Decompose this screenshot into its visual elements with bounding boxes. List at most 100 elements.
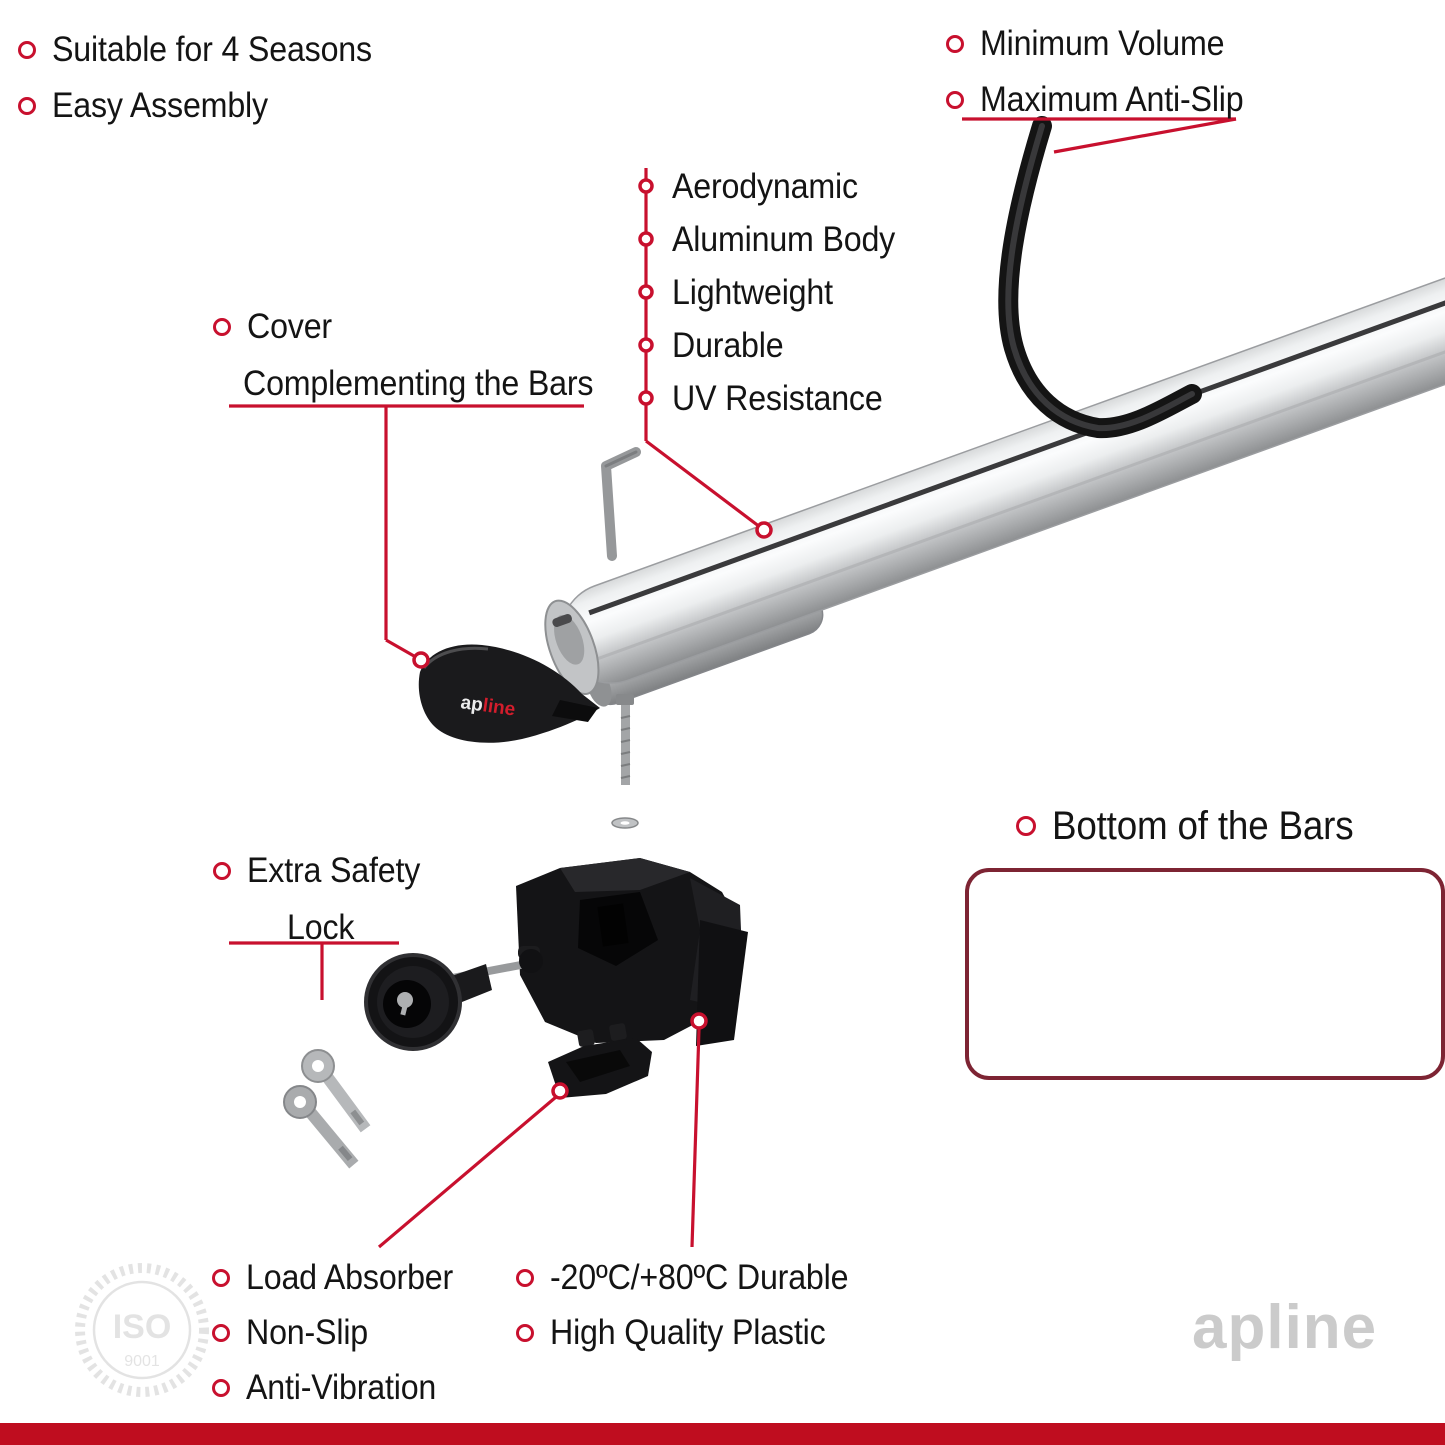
foot-clamp xyxy=(516,858,748,1046)
keys xyxy=(283,1049,371,1169)
list-item: Anti-Vibration xyxy=(212,1360,471,1415)
bullet-icon xyxy=(18,97,36,115)
feature-label-text: Aerodynamic xyxy=(672,167,858,206)
bottom-left-feature-list: Load Absorber Non-Slip Anti-Vibration xyxy=(212,1250,471,1415)
callout-absorber-pointer xyxy=(377,1095,558,1249)
feature-label: Aluminum Body xyxy=(672,213,915,266)
cover-label-line1: Cover xyxy=(247,307,332,346)
feature-label: Durable xyxy=(672,319,915,372)
feature-label: Lightweight xyxy=(672,266,915,319)
list-item: Non-Slip xyxy=(212,1305,471,1360)
feature-label: Suitable for 4 Seasons xyxy=(52,30,372,69)
cover-part-logo: apline xyxy=(459,692,516,720)
washer xyxy=(611,817,639,829)
callout-rings xyxy=(412,178,773,1100)
bottom-panel-title: Bottom of the Bars xyxy=(1016,802,1380,850)
top-right-feature-list: Minimum Volume Maximum Anti-Slip xyxy=(946,16,1266,128)
cover-label-line2: Complementing the Bars xyxy=(243,364,594,403)
callout-lines xyxy=(229,117,1237,1249)
bullet-icon xyxy=(638,390,654,406)
lock-label-line1: Extra Safety xyxy=(247,851,421,890)
marker-durable-icon xyxy=(690,1012,708,1030)
cover-part: apline xyxy=(418,644,600,743)
callout-antislip-pointer xyxy=(1053,117,1237,154)
roof-bar-groove xyxy=(588,276,1445,616)
feature-label: Easy Assembly xyxy=(52,86,268,125)
feature-label-text: Aluminum Body xyxy=(672,220,896,259)
brand-watermark: apline xyxy=(1192,1292,1377,1363)
endcap-channel xyxy=(554,614,585,665)
key-2 xyxy=(283,1085,359,1169)
bullet-icon xyxy=(213,317,231,336)
list-item: -20ºC/+80ºC Durable xyxy=(516,1250,874,1305)
panel-title-text: Bottom of the Bars xyxy=(1052,804,1354,848)
logo-line-text: line xyxy=(481,695,516,720)
feature-label-text: UV Resistance xyxy=(672,379,883,418)
feature-label: Aerodynamic xyxy=(672,160,915,213)
bar-feature-list: Aerodynamic Aluminum Body Lightweight Du… xyxy=(672,160,915,425)
list-item: Minimum Volume xyxy=(946,16,1266,72)
list-item: Complementing the Bars xyxy=(243,355,624,412)
list-item: Lock xyxy=(287,899,435,956)
bottom-view-panel xyxy=(965,868,1445,1080)
list-item: Suitable for 4 Seasons xyxy=(18,22,400,78)
top-left-feature-list: Suitable for 4 Seasons Easy Assembly xyxy=(18,22,400,134)
feature-label: Non-Slip xyxy=(246,1313,369,1352)
lock-label: Extra Safety Lock xyxy=(213,842,435,956)
bullet-icon xyxy=(516,1323,534,1342)
bullet-icon xyxy=(213,861,231,880)
allen-key xyxy=(601,447,641,561)
feature-label: Load Absorber xyxy=(246,1258,454,1297)
bullet-icon xyxy=(638,284,654,300)
list-item: Easy Assembly xyxy=(18,78,400,134)
bullet-icon xyxy=(638,178,654,194)
load-absorber-pad xyxy=(548,1023,652,1098)
lock-label-line2: Lock xyxy=(287,908,355,947)
brand-watermark-text: apline xyxy=(1192,1293,1378,1362)
list-item: High Quality Plastic xyxy=(516,1305,874,1360)
callout-durable-pointer xyxy=(690,1028,701,1248)
bullet-icon xyxy=(212,1323,230,1342)
list-item: Maximum Anti-Slip xyxy=(946,72,1266,128)
bolt xyxy=(616,694,634,785)
bullet-icon xyxy=(946,35,964,53)
bullet-icon xyxy=(638,337,654,353)
bullet-icon xyxy=(638,231,654,247)
lock-cylinder xyxy=(364,946,543,1051)
marker-cover-icon xyxy=(412,651,430,669)
rubber-strip xyxy=(998,116,1202,439)
feature-label: Maximum Anti-Slip xyxy=(980,80,1244,119)
marker-bar-icon xyxy=(755,521,773,539)
bullet-icon xyxy=(516,1268,534,1287)
bullet-icon xyxy=(212,1378,230,1397)
feature-label-text: Durable xyxy=(672,326,784,365)
list-item: Extra Safety xyxy=(213,842,435,899)
feature-label-text: Lightweight xyxy=(672,273,833,312)
roof-bar-seam xyxy=(589,321,1445,663)
bullet-icon xyxy=(946,91,964,109)
list-item: Cover xyxy=(213,298,624,355)
callout-cover-pointer xyxy=(385,638,415,658)
bottom-mid-feature-list: -20ºC/+80ºC Durable High Quality Plastic xyxy=(516,1250,874,1360)
feature-label: UV Resistance xyxy=(672,372,915,425)
feature-label: Minimum Volume xyxy=(980,24,1225,63)
logo-ap-text: ap xyxy=(459,692,484,716)
bullet-icon xyxy=(18,41,36,59)
iso-text: ISO xyxy=(113,1308,172,1346)
roof-bar xyxy=(544,270,1445,707)
iso-seal-icon: ISO 9001 xyxy=(75,1263,209,1397)
endcap-slot xyxy=(552,614,572,628)
feature-label: High Quality Plastic xyxy=(550,1313,826,1352)
key-1 xyxy=(301,1049,371,1133)
callout-features-pointer xyxy=(645,439,761,529)
feature-label: -20ºC/+80ºC Durable xyxy=(550,1258,849,1297)
cover-label: Cover Complementing the Bars xyxy=(213,298,624,412)
bullet-icon xyxy=(212,1268,230,1287)
iso-number-text: 9001 xyxy=(124,1353,160,1370)
bullet-icon xyxy=(1016,816,1036,836)
list-item: Load Absorber xyxy=(212,1250,471,1305)
feature-label: Anti-Vibration xyxy=(246,1368,437,1407)
footer-red-bar xyxy=(0,1423,1445,1445)
marker-absorber-icon xyxy=(551,1082,569,1100)
